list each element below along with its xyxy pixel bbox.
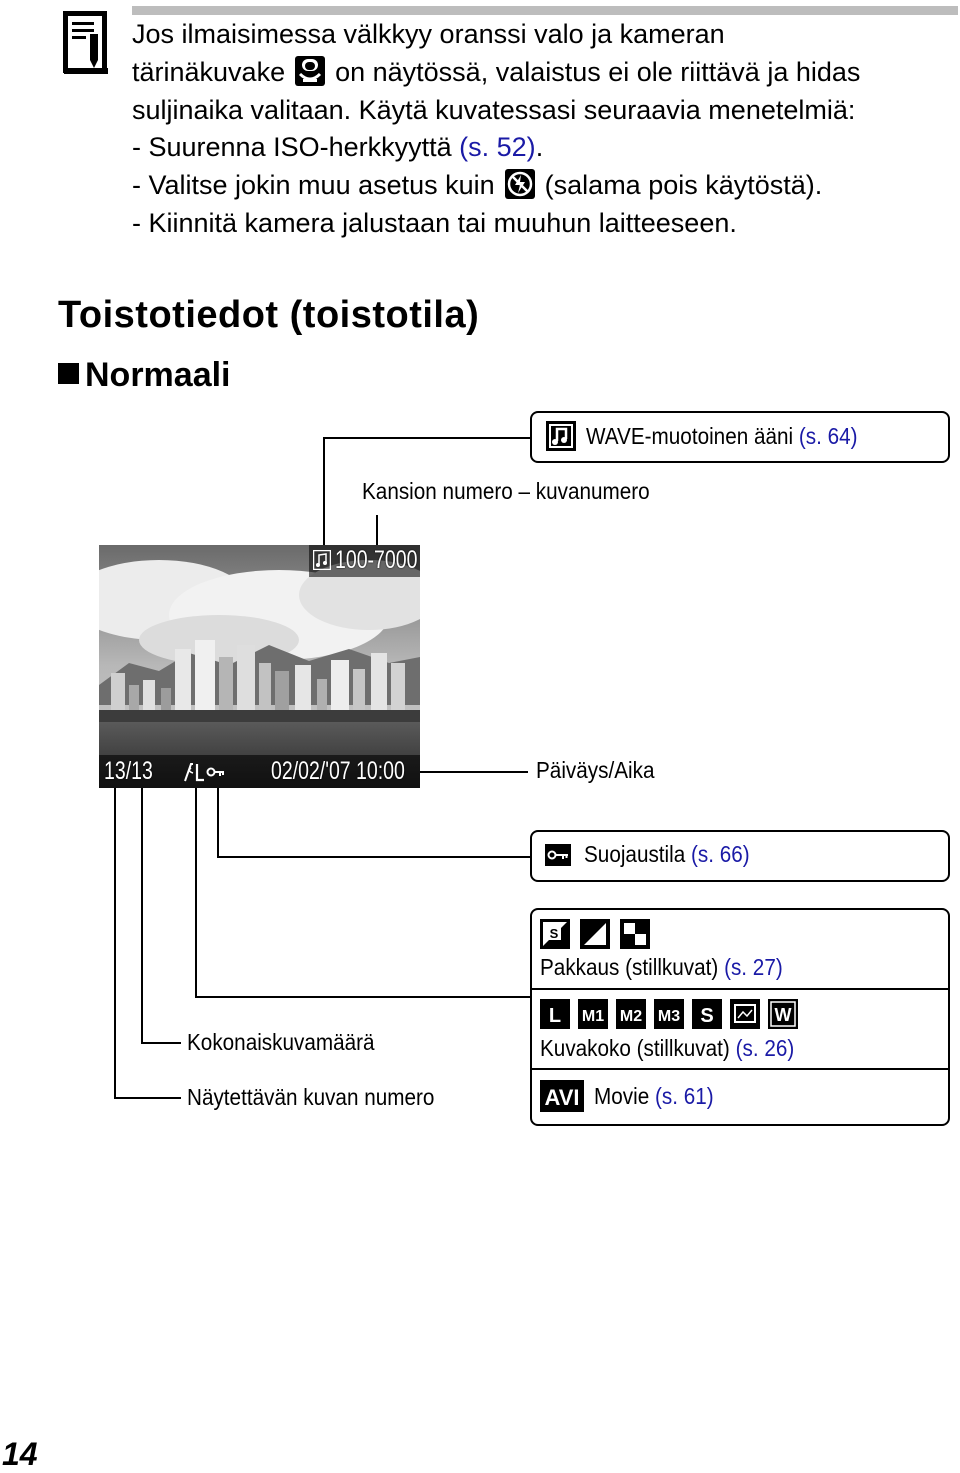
note-line: - Valitse jokin muu asetus kuin (salama … <box>132 167 958 205</box>
divider <box>532 988 948 990</box>
note-line-2a: tärinäkuvake <box>132 56 286 87</box>
note-line: tärinäkuvake on näytössä, valaistus ei o… <box>132 54 958 92</box>
divider <box>532 1068 948 1070</box>
svg-text:S: S <box>550 926 559 941</box>
protect-label-row: Suojaustila (s. 66) <box>584 841 750 868</box>
movie-page-ref[interactable]: (s. 61) <box>654 1083 714 1109</box>
svg-text:M2: M2 <box>620 1008 642 1025</box>
note-line-6: - Kiinnitä kamera jalustaan tai muuhun l… <box>132 207 737 238</box>
connector-line <box>217 787 219 857</box>
size-page-ref[interactable]: (s. 26) <box>735 1035 795 1061</box>
note-line-1: Jos ilmaisimessa välkkyy oranssi valo ja… <box>132 19 725 49</box>
svg-text:S: S <box>700 1005 713 1027</box>
wave-label: WAVE-muotoinen ääni <box>586 423 794 449</box>
note-line-4b: . <box>535 132 544 163</box>
image-count: 13/13 <box>104 757 153 785</box>
image-size-icons: L M1 M2 M3 S W <box>540 999 798 1029</box>
flash-off-icon <box>504 169 535 200</box>
connector-line <box>323 437 325 559</box>
connector-line <box>114 787 116 1098</box>
subsection-heading: Normaali <box>58 356 231 395</box>
svg-text:W: W <box>775 1005 792 1025</box>
connector-line <box>195 996 530 998</box>
note-line: suljinaika valitaan. Käytä kuvatessasi s… <box>132 92 958 130</box>
movie-avi-icon: AVI <box>540 1080 584 1112</box>
playback-screen: 100-7000 13/13 02/02/'07 10:00 <box>99 545 420 788</box>
date-time-display: 02/02/'07 10:00 <box>271 757 405 785</box>
connector-line <box>141 787 143 1043</box>
wave-page-ref[interactable]: (s. 64) <box>798 423 858 449</box>
image-info-callout-box: S Pakkaus (stillkuvat) (s. 27) L M1 M2 M… <box>530 908 950 1126</box>
connector-line <box>195 787 197 997</box>
protect-label: Suojaustila <box>584 841 686 867</box>
date-time-label: Päiväys/Aika <box>536 757 655 783</box>
page-ref-link[interactable]: (s. 52) <box>459 132 536 163</box>
note-line: - Suurenna ISO-herkkyyttä (s. 52). <box>132 129 958 167</box>
cityscape-photo <box>99 545 420 788</box>
wave-sound-icon <box>313 550 331 570</box>
compression-icons: S <box>540 919 650 949</box>
section-heading: Toistotiedot (toistotila) <box>58 294 480 336</box>
note-line-4a: - Suurenna ISO-herkkyyttä <box>132 132 452 163</box>
total-images-label: Kokonaiskuvamäärä <box>187 1029 375 1055</box>
compression-size-protect-icons <box>184 763 224 782</box>
wave-sound-icon <box>546 421 576 451</box>
compression-label: Pakkaus (stillkuvat) <box>540 954 719 980</box>
note-icon <box>63 11 108 74</box>
protect-page-ref[interactable]: (s. 66) <box>691 841 750 867</box>
note-line: Jos ilmaisimessa välkkyy oranssi valo ja… <box>132 16 958 54</box>
size-label-row: Kuvakoko (stillkuvat) (s. 26) <box>540 1035 794 1062</box>
svg-text:M3: M3 <box>658 1008 680 1025</box>
wave-label-row: WAVE-muotoinen ääni (s. 64) <box>586 423 858 450</box>
note-line-5b: (salama pois käytöstä). <box>544 170 823 201</box>
connector-line <box>114 1097 181 1099</box>
note-line-5a: - Valitse jokin muu asetus kuin <box>132 170 495 201</box>
svg-text:AVI: AVI <box>544 1085 579 1110</box>
compression-label-row: Pakkaus (stillkuvat) (s. 27) <box>540 954 783 981</box>
wave-callout-box: WAVE-muotoinen ääni (s. 64) <box>530 411 950 463</box>
connector-line <box>141 1042 181 1044</box>
size-label: Kuvakoko (stillkuvat) <box>540 1035 730 1061</box>
protect-key-icon <box>545 844 571 866</box>
connector-line <box>376 515 378 557</box>
top-rule <box>132 6 958 15</box>
movie-label: Movie <box>594 1083 650 1109</box>
svg-text:L: L <box>549 1005 561 1027</box>
camera-shake-icon <box>295 55 326 86</box>
connector-line <box>217 856 530 858</box>
subsection-heading-text: Normaali <box>85 356 231 394</box>
connector-line <box>418 771 528 773</box>
note-text: Jos ilmaisimessa välkkyy oranssi valo ja… <box>132 16 958 243</box>
page-number: 14 <box>2 1436 38 1472</box>
connector-line <box>323 437 531 439</box>
shown-image-number-label: Näytettävän kuvan numero <box>187 1084 435 1110</box>
svg-text:M1: M1 <box>582 1008 604 1025</box>
folder-file-number: 100-7000 <box>335 546 418 574</box>
folder-number-label: Kansion numero – kuvanumero <box>362 478 650 504</box>
movie-label-row: Movie (s. 61) <box>594 1083 714 1110</box>
note-line-2b: on näytössä, valaistus ei ole riittävä j… <box>335 56 861 87</box>
note-line: - Kiinnitä kamera jalustaan tai muuhun l… <box>132 205 958 243</box>
note-line-3: suljinaika valitaan. Käytä kuvatessasi s… <box>132 94 856 125</box>
bullet-square <box>58 363 79 384</box>
compression-page-ref[interactable]: (s. 27) <box>724 954 783 980</box>
protect-callout-box: Suojaustila (s. 66) <box>530 830 950 882</box>
